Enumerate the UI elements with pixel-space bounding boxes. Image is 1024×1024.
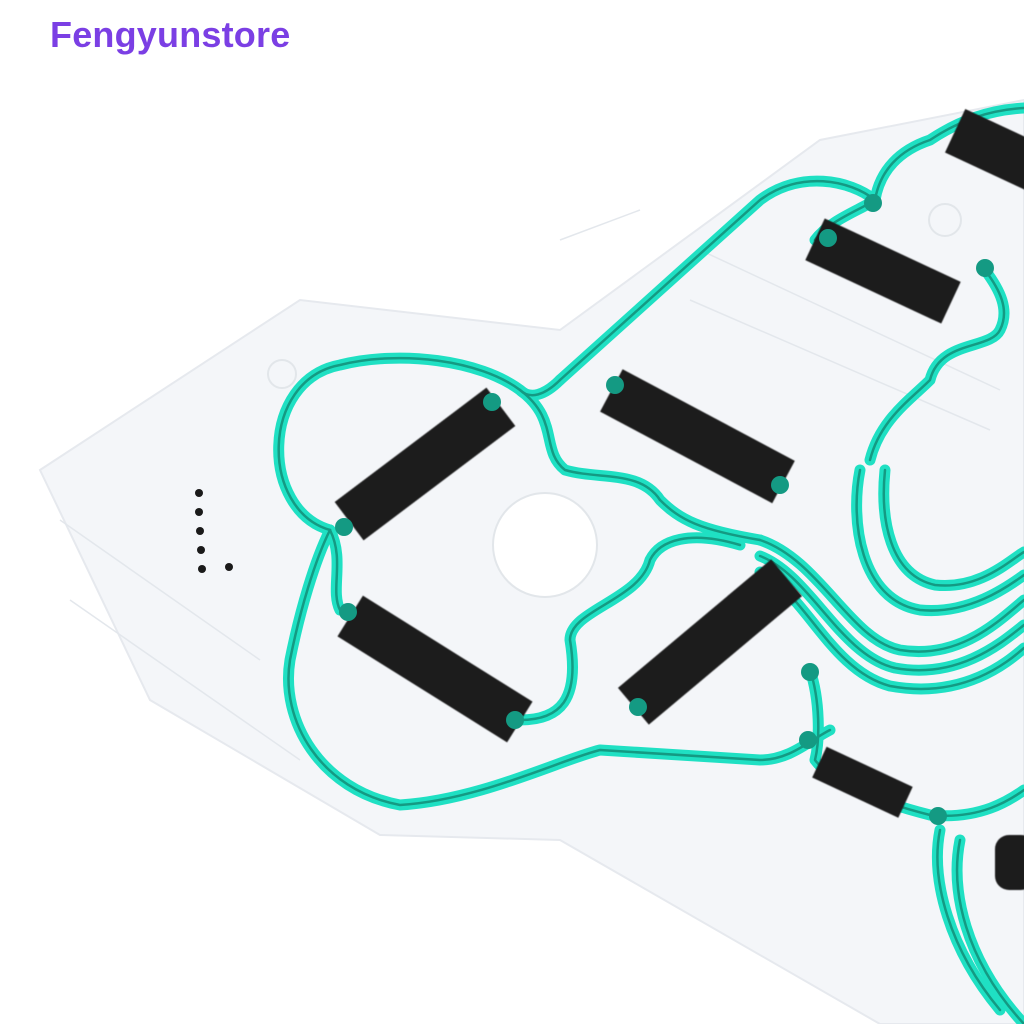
membrane-faint-lines [59,209,1001,761]
circuit-traces [273,102,1024,1024]
contact-pad [805,218,961,324]
contact-pads [334,109,1024,890]
pin-dots [195,489,233,573]
contact-pad [995,835,1024,890]
contact-pad [600,369,795,504]
contact-pad [334,387,516,541]
via-points [335,194,994,825]
contact-pad [945,109,1024,199]
contact-pad [812,746,913,818]
store-watermark: Fengyunstore [50,14,291,55]
contact-pad [337,595,533,743]
membrane-holes [267,203,962,598]
contact-pad [617,559,803,725]
